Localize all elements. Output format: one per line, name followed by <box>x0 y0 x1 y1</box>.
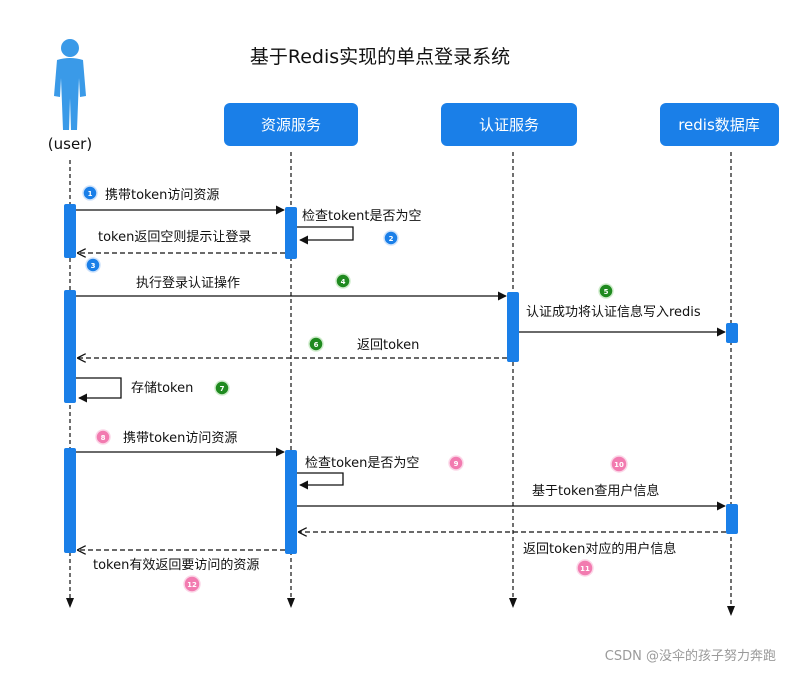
step-badge-7: 7 <box>214 380 230 396</box>
service-box-redis: redis数据库 <box>660 103 779 146</box>
lifeline-end-arrow <box>509 598 517 608</box>
lifeline-end-arrow <box>66 598 74 608</box>
step-badge-12: 12 <box>183 575 201 593</box>
activation-bar <box>285 450 297 554</box>
message-label: 携带token访问资源 <box>105 187 219 203</box>
activation-bar <box>64 290 76 403</box>
activation-bar <box>64 448 76 553</box>
message-label: token有效返回要访问的资源 <box>93 557 259 573</box>
message-label: 检查token是否为空 <box>305 456 419 471</box>
step-badge-5: 5 <box>598 283 614 299</box>
message-label: 基于token查用户信息 <box>532 483 659 499</box>
activation-bar <box>507 292 519 362</box>
lifeline-end-arrow <box>727 606 735 616</box>
step-badge-4: 4 <box>335 273 351 289</box>
activation-bar <box>64 204 76 258</box>
svg-text:4: 4 <box>341 278 346 286</box>
svg-text:7: 7 <box>220 385 225 393</box>
step-badge-6: 6 <box>308 336 324 352</box>
message-label: 执行登录认证操作 <box>136 275 240 291</box>
svg-text:5: 5 <box>604 288 609 296</box>
message-label: 存储token <box>131 381 193 396</box>
step-badge-11: 11 <box>576 559 594 577</box>
step-badge-2: 2 <box>383 230 399 246</box>
svg-text:11: 11 <box>580 565 590 573</box>
activation-bar <box>726 504 738 534</box>
message-label: 携带token访问资源 <box>123 430 237 446</box>
watermark: CSDN @没伞的孩子努力奔跑 <box>605 648 776 664</box>
service-label: 资源服务 <box>261 116 321 134</box>
svg-text:10: 10 <box>614 461 624 469</box>
user-icon <box>54 39 86 130</box>
service-label: 认证服务 <box>479 116 539 134</box>
self-message-arrow <box>297 472 344 490</box>
step-badge-1: 1 <box>82 185 98 201</box>
self-message-arrow <box>76 377 122 403</box>
lifeline-end-arrow <box>287 598 295 608</box>
user-label: (user) <box>48 135 92 153</box>
message-label: 检查tokent是否为空 <box>302 209 421 224</box>
svg-text:3: 3 <box>91 262 96 270</box>
svg-text:9: 9 <box>454 460 459 468</box>
service-box-auth: 认证服务 <box>441 103 577 146</box>
service-box-resource: 资源服务 <box>224 103 358 146</box>
step-badge-10: 10 <box>610 455 628 473</box>
message-label: 认证成功将认证信息写入redis <box>526 304 701 320</box>
svg-text:8: 8 <box>101 434 106 442</box>
step-badge-9: 9 <box>448 455 464 471</box>
step-badge-3: 3 <box>85 257 101 273</box>
self-message-arrow <box>297 226 354 245</box>
svg-text:12: 12 <box>187 581 197 589</box>
service-label: redis数据库 <box>678 116 760 134</box>
message-label: token返回空则提示让登录 <box>98 229 251 245</box>
message-label: 返回token <box>357 338 419 353</box>
svg-text:6: 6 <box>314 341 319 349</box>
diagram-title: 基于Redis实现的单点登录系统 <box>250 46 510 68</box>
step-badge-8: 8 <box>95 429 111 445</box>
svg-text:2: 2 <box>389 235 394 243</box>
activation-bar <box>726 323 738 343</box>
message-label: 返回token对应的用户信息 <box>523 541 676 557</box>
svg-text:1: 1 <box>88 190 93 198</box>
activation-bar <box>285 207 297 259</box>
